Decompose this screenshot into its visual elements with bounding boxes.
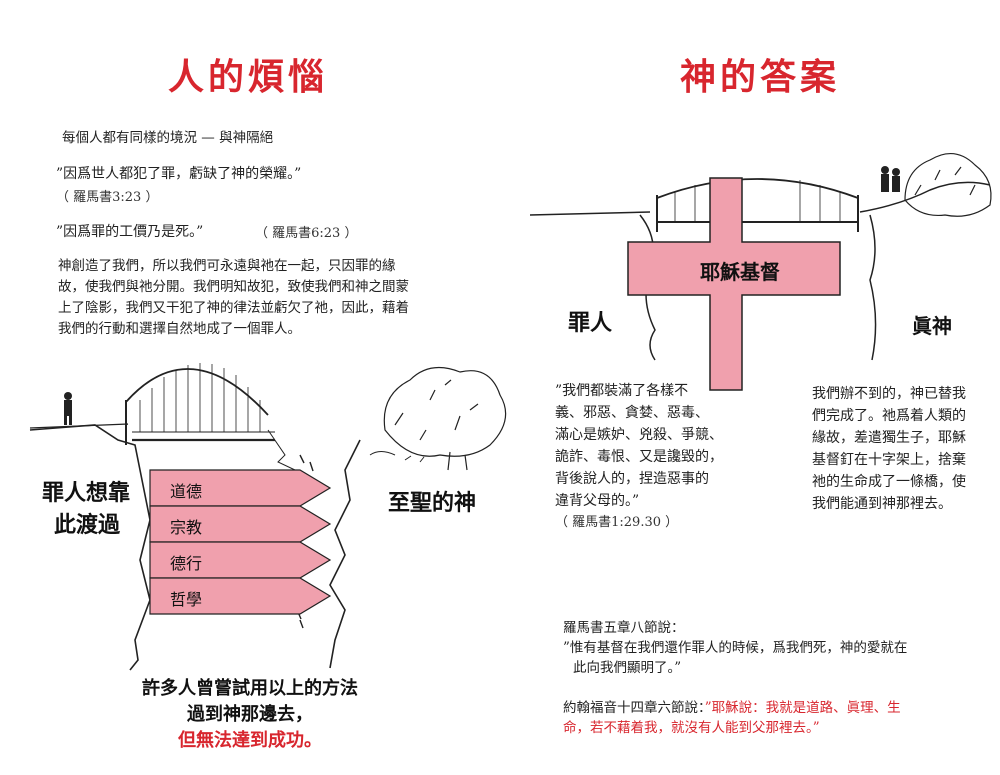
sin-quote-line: 義、邪惡、貪婪、惡毒、 [555,405,709,421]
answer-line: 基督釘在十字架上，捨棄 [812,452,966,468]
paragraph-line: 神創造了我們，所以我們可永遠與祂在一起，只因罪的緣 [58,258,396,274]
attempt-arrows [149,469,332,615]
john-14-6-block: 約翰福音十四章六節說：”耶穌說：我就是道路、眞理、生 命，若不藉着我，就沒有人能… [563,698,901,738]
left-cliff [29,424,151,671]
holy-god-label: 至聖的神 [388,491,477,516]
right-page-title: 神的答案 [680,56,841,98]
sin-quote-ref: （ 羅馬書1:29.30 ） [555,515,679,530]
true-god-label: 眞神 [912,314,952,338]
left-ground-line [29,423,129,429]
sin-quote-line: 背後說人的，捏造惡事的 [555,471,709,487]
arrow-label-virtue: 德行 [170,554,203,573]
trees-right-page [904,153,992,217]
conclusion-line-1: 許多人曾嘗試用以上的方法 [142,678,358,699]
paragraph-line: 我們的行動和選擇自然地成了一個罪人。 [58,321,301,337]
sin-quote-line: 違背父母的。” [555,493,640,509]
conclusion-line-3: 但無法達到成功。 [178,730,322,751]
romans-5-8-line-1: ”惟有基督在我們還作罪人的時候，爲我們死，神的愛就在 [563,640,908,656]
answer-block: 我們辦不到的，神已替我 們完成了。祂爲着人類的 緣故，差遣獨生子，耶穌 基督釘在… [812,383,992,515]
john-14-6-line-2: 命，若不藉着我，就沒有人能到父那裡去。” [563,720,820,736]
paragraph-line: 上了陰影，我們又干犯了神的律法並虧欠了祂，因此，藉着 [58,300,409,316]
romans-5-8-line-2: 此向我們顯明了。” [573,660,682,676]
arrow-label-philosophy: 哲學 [170,590,203,609]
paragraph-line: 故，使我們與祂分開。我們明知故犯，致使我們和神之間蒙 [58,279,409,295]
conclusion-line-2: 過到神那邊去， [187,704,313,725]
sinner-attempt-line-1: 罪人想靠 [42,481,131,506]
explanation-paragraph: 神創造了我們，所以我們可永遠與祂在一起，只因罪的緣 故，使我們與祂分開。我們明知… [58,256,478,340]
sinner-attempt-label: 罪人想靠 此渡過 [42,478,130,542]
john-14-6-line-1: ”耶穌說：我就是道路、眞理、生 [704,700,901,716]
answer-line: 們完成了。祂爲着人類的 [812,408,966,424]
john-14-6-intro: 約翰福音十四章六節說： [563,700,705,716]
romans-5-8-intro: 羅馬書五章八節說： [563,620,685,636]
sin-quote-line: 詭詐、毒恨、又是讒毀的， [555,449,723,465]
cross-label: 耶穌基督 [700,260,780,284]
answer-line: 緣故，差遣獨生子，耶穌 [812,430,966,446]
quote-romans-3-23-ref: （ 羅馬書3:23 ） [56,190,159,205]
sin-quote-line: ”我們都裝滿了各樣不 [555,383,689,399]
sinner-label: 罪人 [568,311,613,336]
sin-quote-block: ”我們都裝滿了各樣不 義、邪惡、貪婪、惡毒、 滿心是嫉妒、兇殺、爭競、 詭詐、毒… [555,380,745,534]
quote-romans-6-23: ”因爲罪的工價乃是死。” [56,224,204,240]
romans-5-8-block: 羅馬書五章八節說： ”惟有基督在我們還作罪人的時候，爲我們死，神的愛就在 此向我… [563,618,907,678]
sin-quote-line: 滿心是嫉妒、兇殺、爭競、 [555,427,723,443]
conclusion-block: 許多人曾嘗試用以上的方法 過到神那邊去， 但無法達到成功。 [0,676,500,754]
answer-line: 我們辦不到的，神已替我 [812,386,966,402]
intro-line: 每個人都有同樣的境況 — 與神隔絕 [62,130,274,146]
sinner-attempt-line-2: 此渡過 [54,513,121,538]
right-bridge [656,178,859,232]
broken-bridge [125,363,314,629]
couple-figures [881,166,900,192]
cross [627,177,841,391]
answer-line: 我們能通到神那裡去。 [812,496,952,512]
arrow-label-religion: 宗教 [170,518,203,537]
quote-romans-3-23: ”因爲世人都犯了罪，虧缺了神的榮耀。” [56,166,302,182]
trees-left-page [369,366,507,471]
left-page-title: 人的煩惱 [168,56,329,98]
quote-romans-6-23-ref: （ 羅馬書6:23 ） [255,226,358,241]
person-figure-left [64,392,72,425]
right-cliff-left-page [329,439,361,669]
answer-line: 祂的生命成了一條橋，使 [812,474,966,490]
arrow-label-morality: 道德 [170,482,203,501]
